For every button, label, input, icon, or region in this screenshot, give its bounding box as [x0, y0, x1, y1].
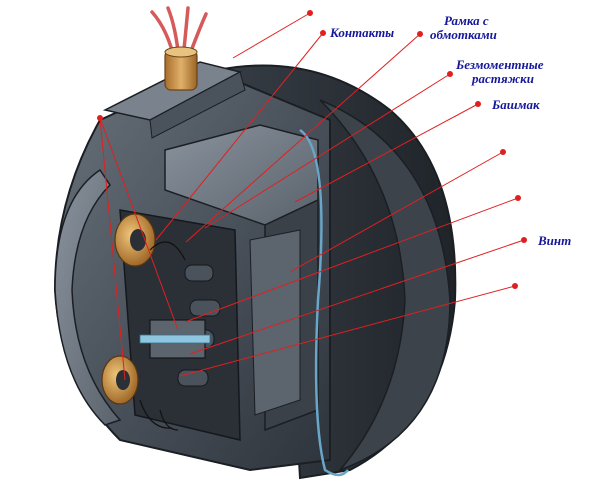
label-contacts-text: Контакты [330, 25, 395, 40]
label-shoe-text: Башмак [492, 97, 540, 112]
housing-left-arc [54, 168, 122, 426]
label-contacts: Контакты [330, 26, 394, 40]
label-suspension-line1: Безмоментные [456, 57, 544, 72]
housing-rim [319, 99, 451, 472]
leader-lines [99, 12, 525, 381]
top-block-side [149, 71, 246, 139]
core-block [249, 229, 301, 416]
label-screw: Винт [538, 234, 571, 248]
label-frame-line1: Рамка с [444, 13, 489, 28]
suspension-strip [139, 334, 211, 344]
label-shoe: Башмак [492, 98, 540, 112]
leader-dots [97, 10, 527, 289]
label-screw-text: Винт [538, 233, 572, 248]
label-suspension: Безмоментные растяжки [456, 58, 544, 86]
label-frame-with-windings: Рамка с обмотками [430, 14, 497, 42]
thin-wires [139, 241, 186, 431]
label-suspension-line2: растяжки [472, 71, 534, 86]
label-frame-line2: обмотками [430, 27, 497, 42]
frame-wire [299, 128, 349, 477]
